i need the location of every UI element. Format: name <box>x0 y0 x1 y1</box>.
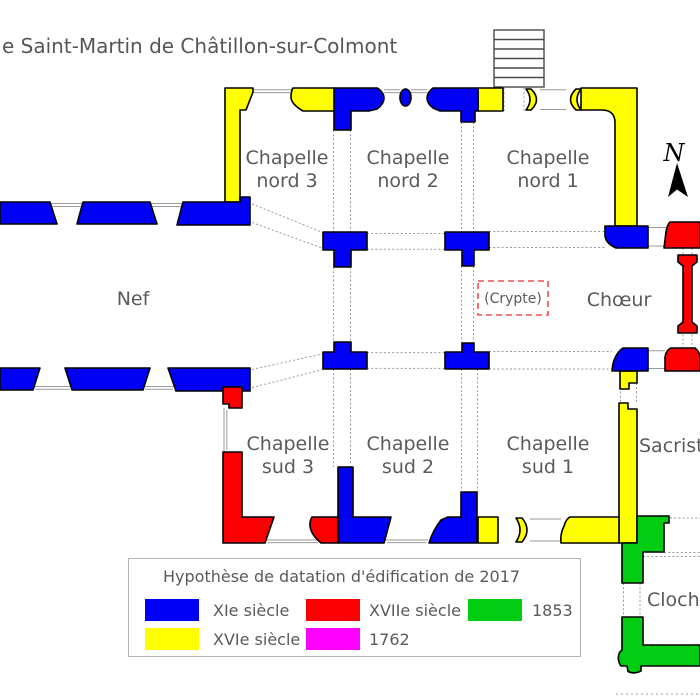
pier-sud3-south <box>309 516 339 544</box>
legend-swatch-xie <box>145 599 199 621</box>
label-chapelle-nord-3-line2: nord 3 <box>256 170 317 192</box>
legend-label-1853: 1853 <box>532 601 573 620</box>
label-chapelle-sud-1-line2: sud 1 <box>522 456 574 478</box>
choeur-south-pier <box>611 347 649 372</box>
choeur-northeast-pier <box>663 221 700 249</box>
walls-1853 <box>617 515 700 674</box>
north-compass: N <box>663 139 688 197</box>
door-swing-north-left <box>525 88 538 111</box>
page-title: e Saint-Martin de Châtillon-sur-Colmont <box>2 34 397 58</box>
window-face-lines <box>33 89 668 544</box>
wall-nord3-north-pier <box>290 87 336 112</box>
legend-label-xviie: XVIIe siècle <box>369 601 461 620</box>
label-crypte: (Crypte) <box>484 291 542 307</box>
wall-sud3-west-upper <box>222 386 243 409</box>
room-labels: Chapelle nord 3 Chapelle nord 2 Chapelle… <box>117 147 700 611</box>
label-chapelle-nord-2-line1: Chapelle <box>367 147 450 169</box>
pier-sud3-sud2 <box>337 466 392 544</box>
legend-label-xvie: XVIe siècle <box>213 630 301 649</box>
label-chapelle-nord-1-line1: Chapelle <box>507 147 590 169</box>
choeur-east-wall <box>677 254 698 334</box>
label-choeur: Chœur <box>587 289 652 311</box>
clocher-north-wall <box>621 515 670 584</box>
nave-south-wall-3 <box>167 367 251 392</box>
legend-label-xie: XIe siècle <box>213 601 290 620</box>
door-swing-sud1 <box>515 517 528 543</box>
nave-south-wall-1 <box>0 367 41 391</box>
label-chapelle-sud-1-line1: Chapelle <box>507 433 590 455</box>
walls-17th-century <box>222 221 700 544</box>
label-chapelle-sud-2-line1: Chapelle <box>367 433 450 455</box>
door-swing-north-right <box>569 88 582 111</box>
label-chapelle-sud-2-line2: sud 2 <box>382 456 434 478</box>
crossing-pier-se <box>444 342 490 370</box>
pier-north-wall-east <box>426 87 479 123</box>
choeur-southeast-pier <box>664 347 700 372</box>
label-chapelle-nord-2-line2: nord 2 <box>377 170 438 192</box>
wall-sacristie-west <box>618 402 638 544</box>
nave-south-wall-2 <box>64 367 151 391</box>
legend-swatch-xviie <box>306 599 360 621</box>
wall-sud1-south-segment <box>477 516 499 544</box>
walls-11th-century <box>0 87 649 544</box>
label-chapelle-sud-3-line2: sud 3 <box>262 456 314 478</box>
legend-label-1762: 1762 <box>369 630 410 649</box>
crypte-dashed-box <box>477 280 549 316</box>
legend-swatch-1762 <box>306 628 360 650</box>
legend-title: Hypothèse de datation d'édification de 2… <box>163 567 521 586</box>
legend-swatch-xvie <box>145 628 199 650</box>
label-nef: Nef <box>117 288 151 310</box>
crossing-pier-nw <box>322 231 368 268</box>
label-sacristie: Sacristie <box>639 435 700 457</box>
north-arrow-icon <box>668 163 688 197</box>
stairs-icon <box>493 29 545 88</box>
crossing-pier-sw <box>322 341 368 370</box>
column-north-wall <box>399 88 412 107</box>
legend-box: Hypothèse de datation d'édification de 2… <box>128 558 581 657</box>
dotted-wall-lines <box>251 88 700 695</box>
nave-north-wall-2 <box>76 201 158 225</box>
label-chapelle-nord-1-line2: nord 1 <box>517 170 578 192</box>
choeur-north-pier <box>604 225 649 249</box>
label-chapelle-nord-3-line1: Chapelle <box>246 147 329 169</box>
nave-north-wall-3 <box>176 196 251 226</box>
label-clocher: Clocher <box>647 589 700 611</box>
wall-sud3-west-lower <box>222 451 275 544</box>
wall-north-segment <box>477 87 504 112</box>
walls-16th-century <box>224 87 638 544</box>
wall-nord3-west <box>224 87 254 203</box>
label-chapelle-sud-3-line1: Chapelle <box>247 433 330 455</box>
clocher-southwest-wall <box>617 616 700 674</box>
legend-swatch-1853 <box>468 599 522 621</box>
pier-sud2-sud1 <box>428 491 478 544</box>
wall-sacristie-northwest <box>619 370 638 390</box>
pier-north-wall-west <box>333 87 385 131</box>
nave-north-wall-1 <box>0 201 58 225</box>
crossing-pier-ne <box>444 231 490 267</box>
wall-sud1-southeast <box>560 516 620 544</box>
north-label: N <box>663 139 686 167</box>
